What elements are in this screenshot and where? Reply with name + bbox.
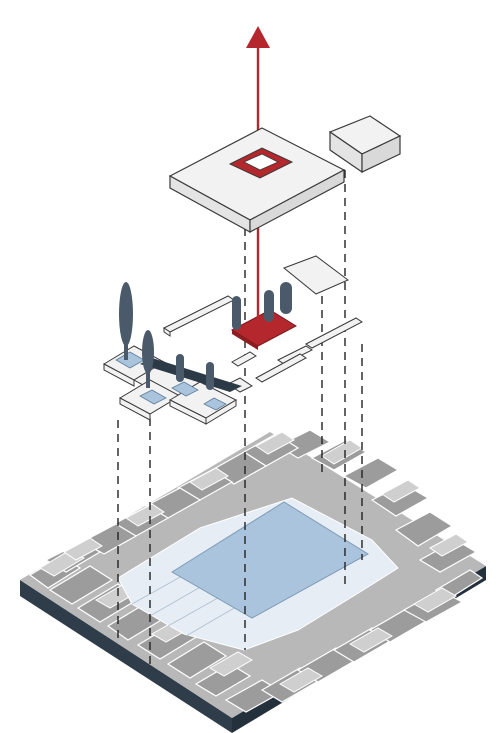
column-icon xyxy=(232,296,241,330)
plan-walls xyxy=(163,255,363,393)
annex-side-right xyxy=(361,135,401,173)
column-icon xyxy=(264,290,274,322)
projection-lines xyxy=(117,170,363,665)
central-footprint xyxy=(171,501,369,619)
column-icon xyxy=(280,282,292,314)
tall-tree-icon xyxy=(119,282,133,346)
red-core-slab-side xyxy=(232,330,258,350)
ground-plan-layer xyxy=(102,255,363,425)
column-icon xyxy=(206,362,214,390)
trees xyxy=(119,282,292,390)
roof-side-right xyxy=(249,169,345,233)
site-base-side-left xyxy=(20,580,232,733)
column-icon xyxy=(176,354,184,382)
roof-layer xyxy=(168,115,402,234)
site-layer xyxy=(20,429,486,733)
up-arrow-icon xyxy=(246,26,270,48)
tree-icon xyxy=(142,330,154,374)
courtyard-inner xyxy=(243,153,279,171)
covered-walkway xyxy=(140,358,242,392)
